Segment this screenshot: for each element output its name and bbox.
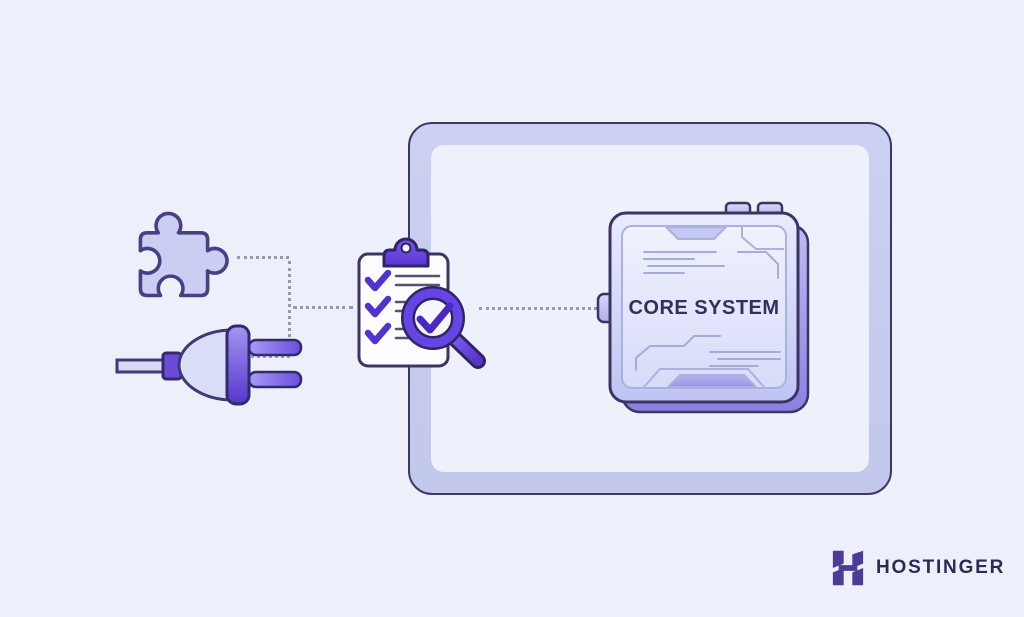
connector-to-checklist-line [293,306,353,309]
puzzle-piece-icon [138,211,229,298]
connector-puzzle-line [237,256,289,259]
power-plug-icon [115,324,303,406]
core-system-label: CORE SYSTEM [628,297,780,319]
system-boundary-frame [408,122,892,495]
hostinger-h-icon [832,550,864,586]
hostinger-logo: HOSTINGER [830,548,1005,588]
core-system-chip-icon [596,201,810,414]
connector-to-chip-line [479,307,597,310]
connector-plug-line [240,355,290,358]
checklist-clipboard-icon [357,237,486,369]
magnifier-check-icon [401,286,486,369]
hostinger-logo-text: HOSTINGER [876,557,1006,578]
connector-merge-line [288,261,291,356]
checkmarks [364,269,392,345]
circuit-traces [635,251,781,371]
